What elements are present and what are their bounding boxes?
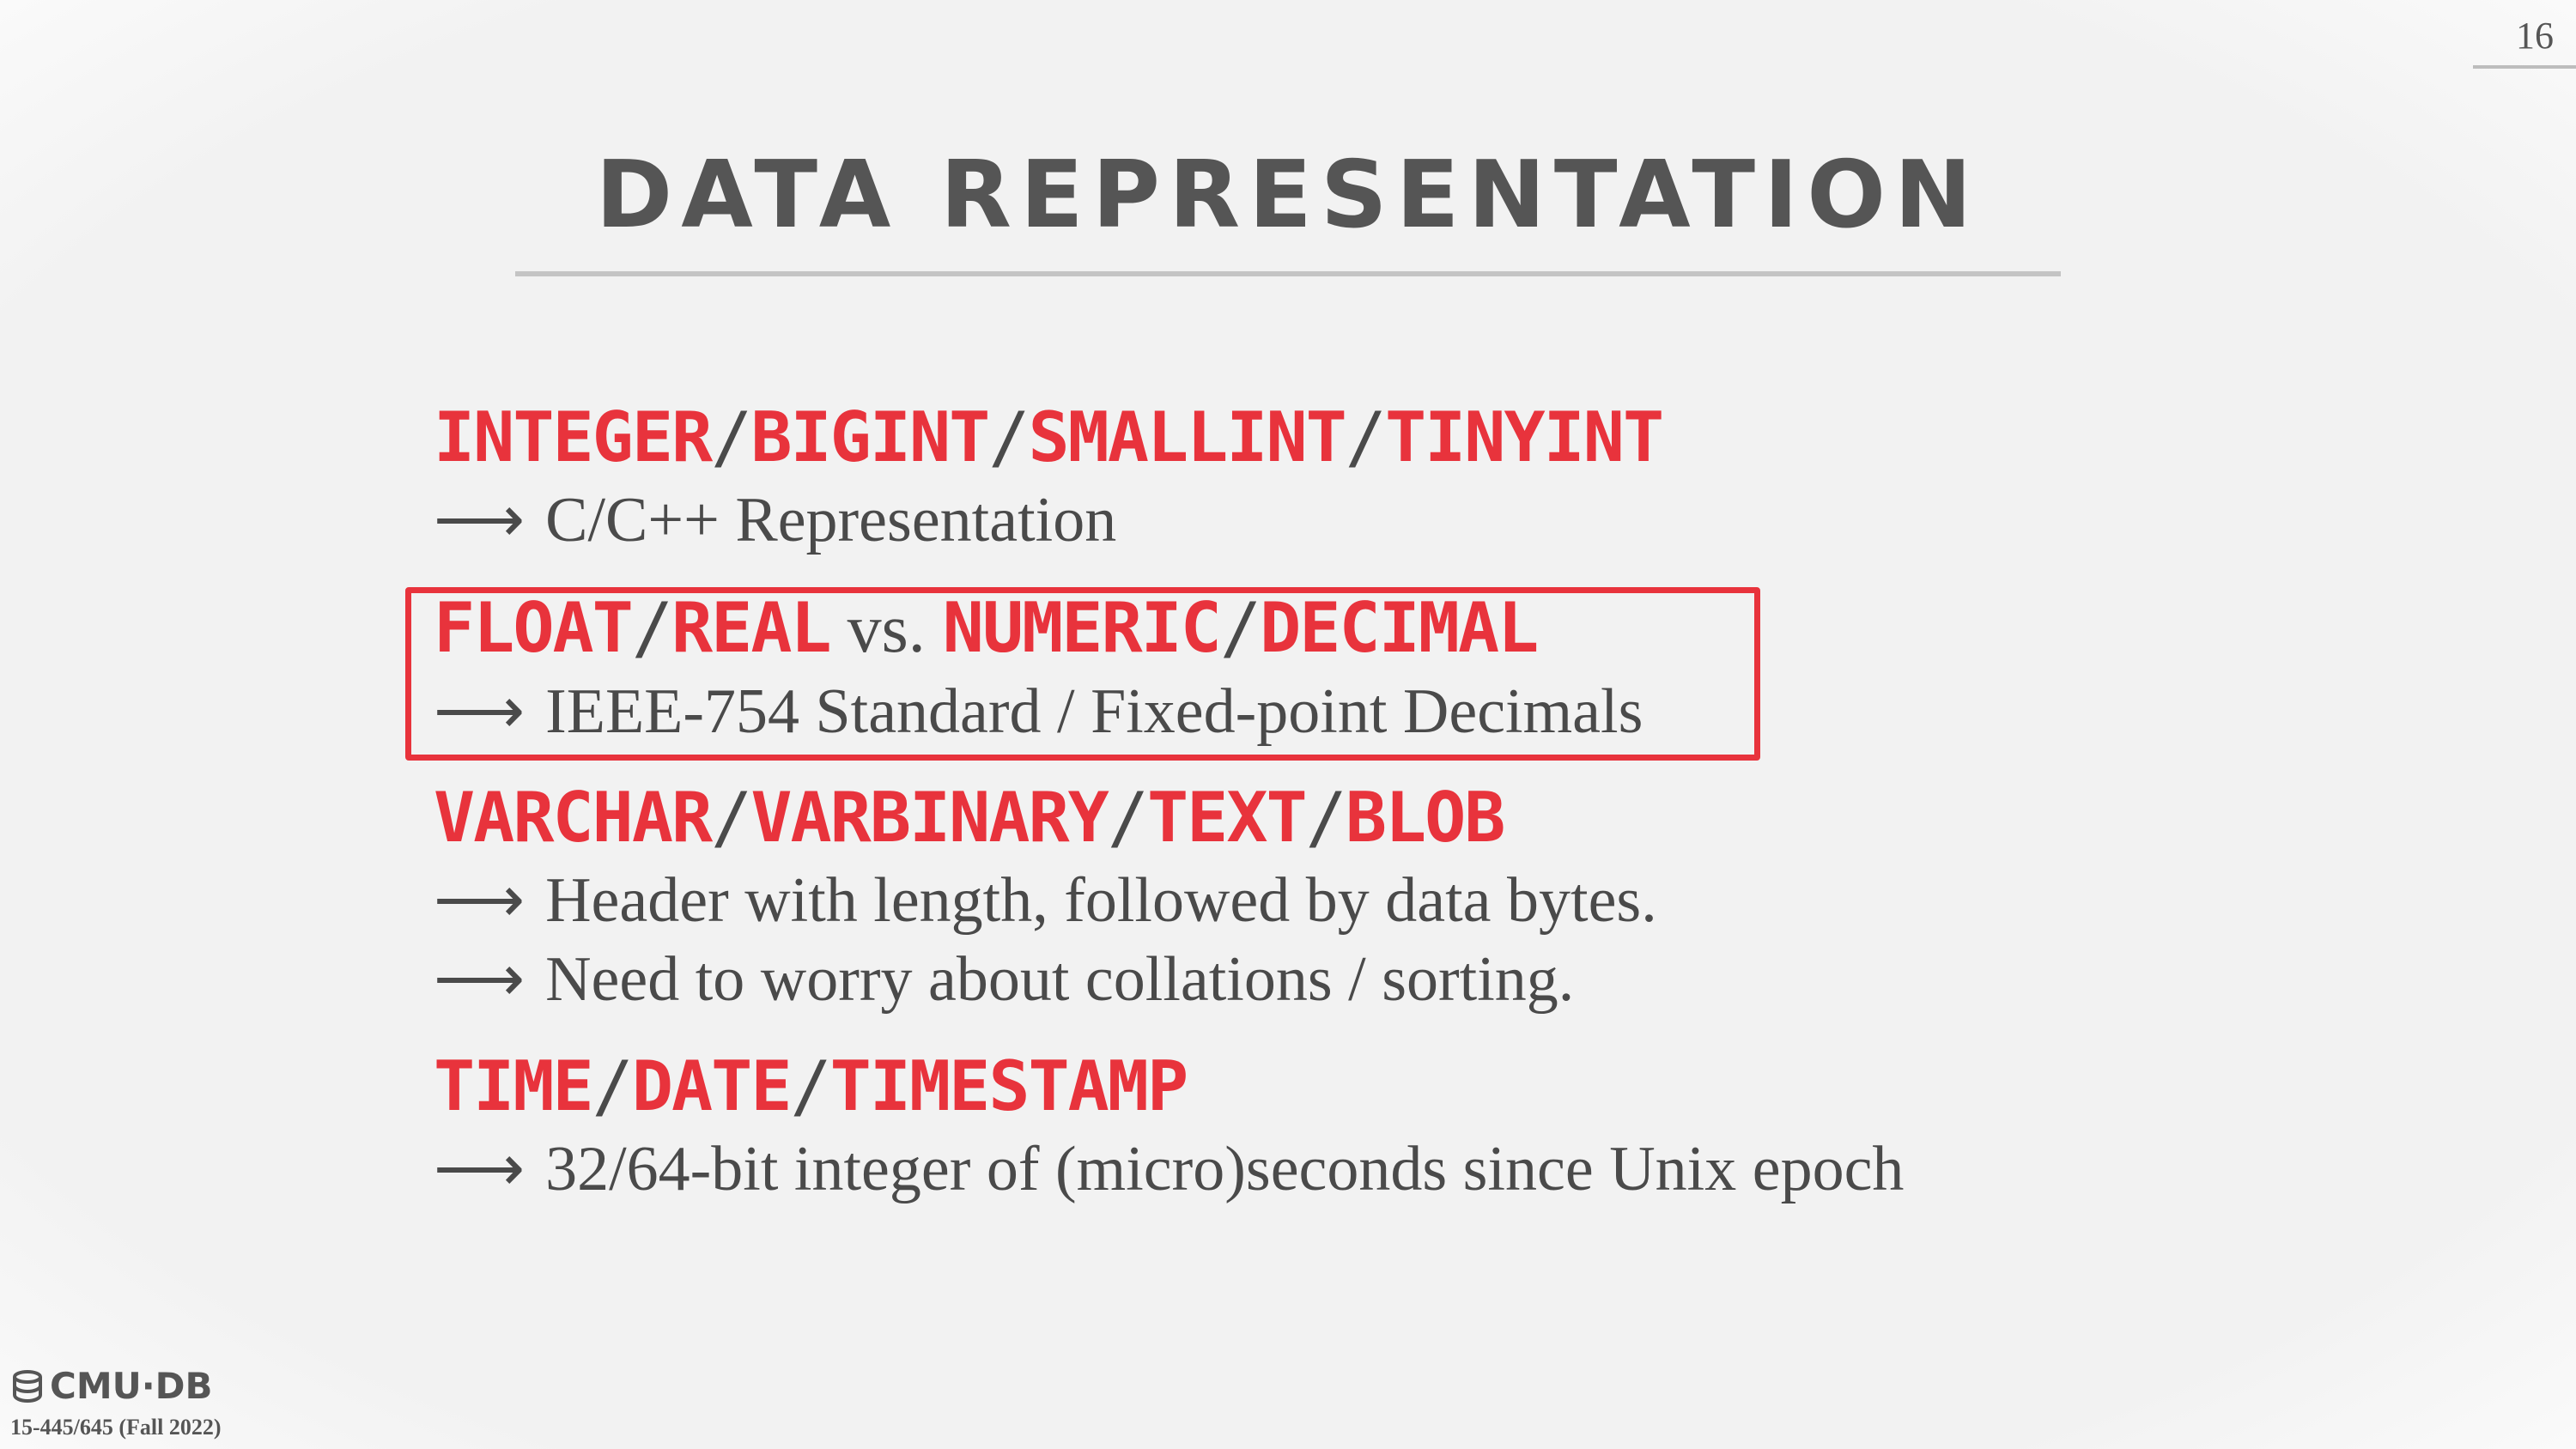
- string-types-heading: VARCHAR/VARBINARY/TEXT/BLOB: [434, 775, 1657, 861]
- integer-types-heading: INTEGER/BIGINT/SMALLINT/TINYINT: [434, 395, 1664, 481]
- type-decimal: DECIMAL: [1260, 588, 1539, 668]
- type-varbinary: VARBINARY: [750, 778, 1109, 858]
- page-number-rule: [2473, 65, 2576, 69]
- database-icon: [13, 1369, 42, 1403]
- slide-title: DATA REPRESENTATION: [595, 142, 1981, 249]
- time-types-group: TIME/DATE/TIMESTAMP ⟶32/64-bit integer o…: [434, 1044, 1904, 1209]
- float-types-group: FLOAT/REAL vs. NUMERIC/DECIMAL ⟶IEEE-754…: [434, 585, 1643, 751]
- arrow-icon: ⟶: [434, 1134, 526, 1204]
- type-blob: BLOB: [1345, 778, 1506, 858]
- bullet-text: 32/64-bit integer of (micro)seconds sinc…: [545, 1134, 1905, 1204]
- integer-types-group: INTEGER/BIGINT/SMALLINT/TINYINT ⟶C/C++ R…: [434, 395, 1664, 560]
- arrow-icon: ⟶: [434, 944, 526, 1015]
- bullet: ⟶ 32/64-bit integer of (micro)seconds sin…: [434, 1130, 1904, 1209]
- separator: /: [1345, 397, 1387, 477]
- separator: /: [1107, 778, 1149, 858]
- type-timestamp: TIMESTAMP: [829, 1046, 1188, 1126]
- course-label: 15-445/645 (Fall 2022): [10, 1415, 222, 1440]
- type-integer: INTEGER: [434, 397, 713, 477]
- separator: /: [592, 1046, 634, 1126]
- arrow-icon: ⟶: [434, 676, 526, 747]
- separator: /: [711, 397, 752, 477]
- type-time: TIME: [434, 1046, 594, 1126]
- bullet-text: IEEE-754 Standard / Fixed-point Decimals: [545, 676, 1643, 747]
- bullet: ⟶ Header with length, followed by data by…: [434, 861, 1657, 940]
- type-text: TEXT: [1146, 778, 1308, 858]
- cmu-db-logo: CMU·DB: [10, 1365, 213, 1407]
- separator: /: [1305, 778, 1347, 858]
- bullet: ⟶ IEEE-754 Standard / Fixed-point Decimal…: [434, 672, 1643, 751]
- string-types-group: VARCHAR/VARBINARY/TEXT/BLOB ⟶Header with…: [434, 775, 1657, 1019]
- type-date: DATE: [631, 1046, 793, 1126]
- type-varchar: VARCHAR: [434, 778, 713, 858]
- bullet-text: C/C++ Representation: [545, 485, 1117, 555]
- title-underline: [515, 271, 2061, 276]
- type-smallint: SMALLINT: [1028, 397, 1346, 477]
- arrow-icon: ⟶: [434, 865, 526, 936]
- arrow-icon: ⟶: [434, 485, 526, 555]
- separator: /: [631, 588, 673, 668]
- bullet-text: Need to worry about collations / sorting…: [545, 944, 1575, 1015]
- bullet: ⟶ C/C++ Representation: [434, 481, 1662, 560]
- type-float: FLOAT: [434, 588, 634, 668]
- logo-text: CMU·DB: [50, 1365, 213, 1407]
- page-number: 16: [2516, 15, 2554, 57]
- versus-text: vs.: [829, 591, 943, 667]
- type-bigint: BIGINT: [750, 397, 990, 477]
- float-types-heading: FLOAT/REAL vs. NUMERIC/DECIMAL: [434, 585, 1643, 672]
- type-tinyint: TINYINT: [1384, 397, 1664, 477]
- time-types-heading: TIME/DATE/TIMESTAMP: [434, 1044, 1904, 1130]
- separator: /: [711, 778, 752, 858]
- separator: /: [988, 397, 1030, 477]
- separator: /: [1219, 588, 1261, 668]
- highlight-box: [405, 587, 1760, 761]
- bullet: ⟶ Need to worry about collations / sortin…: [434, 940, 1657, 1019]
- bullet-text: Header with length, followed by data byt…: [545, 865, 1657, 936]
- type-numeric: NUMERIC: [942, 588, 1222, 668]
- type-real: REAL: [671, 588, 832, 668]
- separator: /: [790, 1046, 831, 1126]
